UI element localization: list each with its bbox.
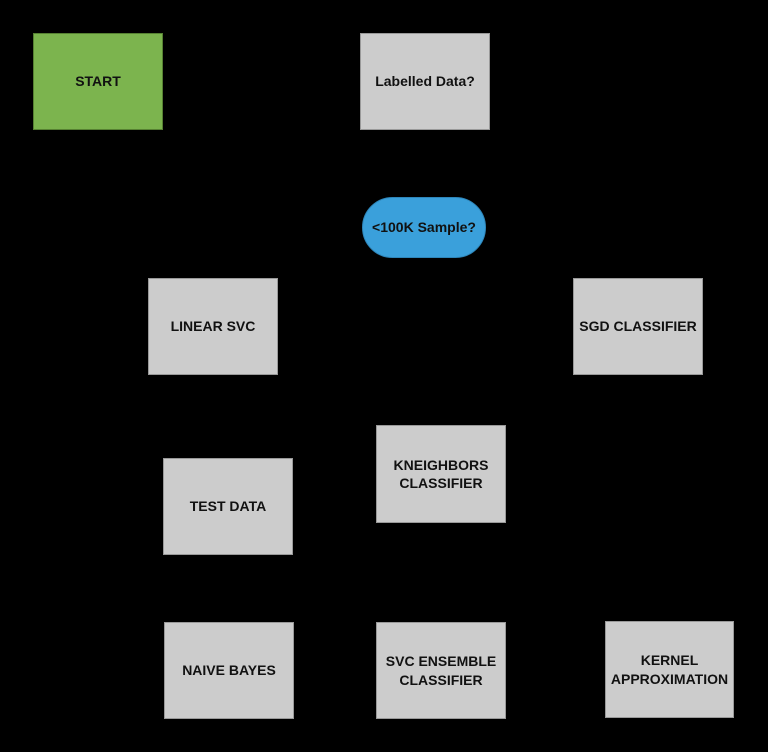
flow-node-sgd-classifier: SGD CLASSIFIER xyxy=(573,278,703,375)
node-label: TEST DATA xyxy=(189,498,267,515)
flow-node-labelled-data: Labelled Data? xyxy=(360,33,490,130)
node-label: KERNEL APPROXIMATION xyxy=(610,652,729,687)
flow-node-test-data: TEST DATA xyxy=(163,458,293,555)
flow-node-start: START xyxy=(33,33,163,130)
flow-node-kernel-approximation: KERNEL APPROXIMATION xyxy=(605,621,734,718)
node-label: <100K Sample? xyxy=(372,219,476,236)
node-label: LINEAR SVC xyxy=(170,318,256,335)
node-label: NAIVE BAYES xyxy=(182,662,276,679)
node-label: KNEIGHBORS CLASSIFIER xyxy=(393,456,489,491)
node-label: SVC ENSEMBLE CLASSIFIER xyxy=(385,653,497,688)
node-label: Labelled Data? xyxy=(375,73,475,90)
flow-node-svc-ensemble-classifier: SVC ENSEMBLE CLASSIFIER xyxy=(376,622,506,719)
flow-node-sample-size: <100K Sample? xyxy=(362,197,486,258)
flow-node-linear-svc: LINEAR SVC xyxy=(148,278,278,375)
flow-node-kneighbors-classifier: KNEIGHBORS CLASSIFIER xyxy=(376,425,506,523)
flow-node-naive-bayes: NAIVE BAYES xyxy=(164,622,294,719)
node-label: START xyxy=(75,73,121,90)
node-label: SGD CLASSIFIER xyxy=(579,318,697,335)
